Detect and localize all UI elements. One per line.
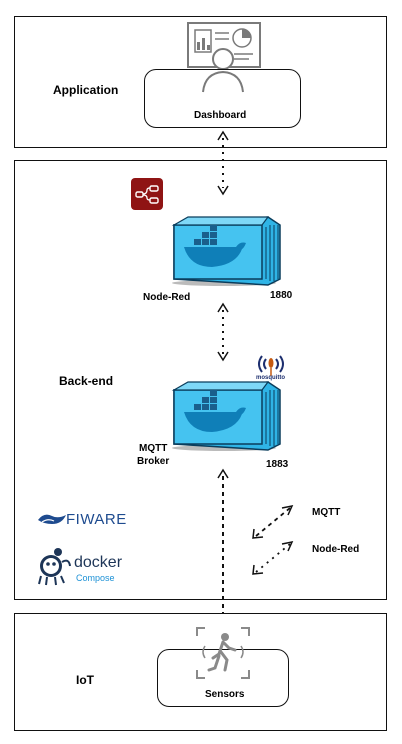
docker-logo-sub: Compose <box>76 573 115 583</box>
legend-mqtt-label: MQTT <box>312 507 341 518</box>
sensors-box <box>157 649 289 707</box>
mqtt-sensors-connector <box>217 468 229 632</box>
legend-node-red-label: Node-Red <box>312 544 360 555</box>
node-red-logo-icon <box>131 178 163 210</box>
dashboard-user-icon <box>187 22 261 93</box>
node-red-port: 1880 <box>270 290 293 301</box>
mqtt-port: 1883 <box>266 459 289 470</box>
mosquitto-logo-icon <box>258 355 284 376</box>
mqtt-label-line2: Broker <box>137 456 170 467</box>
dashboard-box <box>144 69 301 128</box>
legend-mqtt-line <box>252 504 294 539</box>
dashboard-label: Dashboard <box>194 110 247 121</box>
fiware-logo-icon <box>38 514 66 524</box>
mqtt-container-icon <box>171 381 281 451</box>
node-red-container-icon <box>171 216 281 286</box>
mqtt-label-line1: MQTT <box>139 443 168 454</box>
node-red-label: Node-Red <box>143 292 191 303</box>
dashboard-nodered-connector <box>217 130 229 196</box>
docker-logo-name: docker <box>74 554 123 571</box>
docker-compose-logo-icon <box>38 548 71 586</box>
mosquitto-logo-text: mosquitto <box>256 375 285 381</box>
sensors-label: Sensors <box>205 689 245 700</box>
nodered-mqtt-connector <box>217 302 229 362</box>
iot-layer-label: IoT <box>76 673 94 687</box>
legend-node-red-line <box>252 540 294 575</box>
application-layer-label: Application <box>53 83 119 97</box>
motion-sensor-icon <box>196 627 250 679</box>
fiware-logo-text: FIWARE <box>66 511 127 528</box>
backend-layer-label: Back-end <box>59 374 114 388</box>
